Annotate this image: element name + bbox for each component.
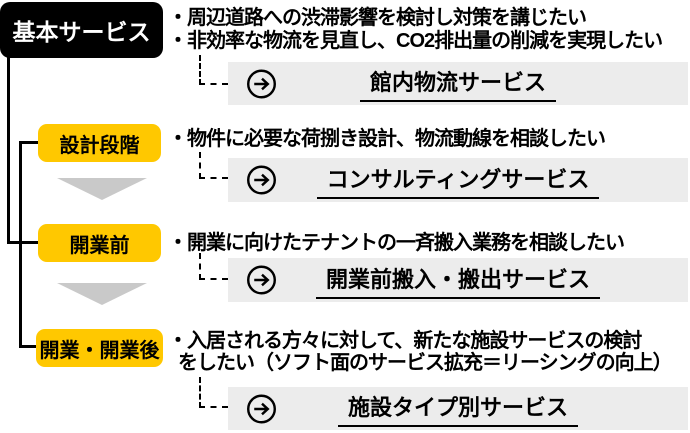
service-label: コンサルティングサービス (316, 162, 600, 199)
service-connector-dashed (199, 152, 228, 179)
need-text: ・周辺道路への渋滞影響を検討し対策を講じたい (168, 7, 587, 29)
arrow-right-circle-icon (246, 165, 277, 196)
stage-badge-pre-opening: 開業前 (38, 224, 161, 262)
service-label: 施設タイプ別サービス (337, 390, 578, 427)
service-link-consulting[interactable]: コンサルティングサービス (228, 158, 688, 202)
connector-line-branch-pre-opening (7, 241, 38, 244)
arrow-right-circle-icon (246, 393, 277, 424)
down-arrow-triangle (57, 178, 147, 200)
service-connector-dashed (199, 253, 228, 280)
need-text: ・入居される方々に対して、新たな施設サービスの検討 (168, 330, 642, 352)
service-link-pre-opening-move-in-out[interactable]: 開業前搬入・搬出サービス (228, 258, 688, 302)
needs-pre-opening: ・開業に向けたテナントの一斉搬入業務を相談したい (168, 232, 625, 255)
connector-line-vertical-inner (19, 141, 22, 348)
needs-basic-service: ・周辺道路への渋滞影響を検討し対策を講じたい ・非効率な物流を見直し、CO2排出… (168, 7, 663, 53)
connector-line-vertical-outer (7, 56, 10, 244)
service-connector-dashed (199, 377, 228, 408)
stage-badge-basic-service: 基本サービス (0, 2, 163, 58)
down-arrow-triangle (57, 283, 147, 305)
service-link-in-building-logistics[interactable]: 館内物流サービス (228, 62, 688, 105)
needs-post-opening: ・入居される方々に対して、新たな施設サービスの検討 をしたい（ソフト面のサービス… (168, 330, 673, 374)
stage-badge-design-stage: 設計段階 (38, 124, 161, 162)
service-connector-dashed (199, 55, 228, 85)
arrow-right-circle-icon (246, 265, 277, 296)
service-label: 館内物流サービス (359, 65, 556, 102)
need-text: ・開業に向けたテナントの一斉搬入業務を相談したい (168, 232, 625, 254)
connector-line-branch-design (19, 141, 38, 144)
need-text: ・物件に必要な荷捌き設計、物流動線を相談したい (168, 128, 606, 150)
arrow-right-circle-icon (246, 68, 277, 99)
need-text: をしたい（ソフト面のサービス拡充＝リーシングの向上） (178, 352, 673, 374)
need-text: ・非効率な物流を見直し、CO2排出量の削減を実現したい (168, 30, 663, 52)
stage-badge-post-opening: 開業・開業後 (36, 329, 163, 367)
service-link-facility-type[interactable]: 施設タイプ別サービス (228, 387, 688, 430)
connector-line-branch-post-opening (19, 345, 38, 348)
service-label: 開業前搬入・搬出サービス (315, 262, 600, 299)
needs-design-stage: ・物件に必要な荷捌き設計、物流動線を相談したい (168, 128, 606, 151)
